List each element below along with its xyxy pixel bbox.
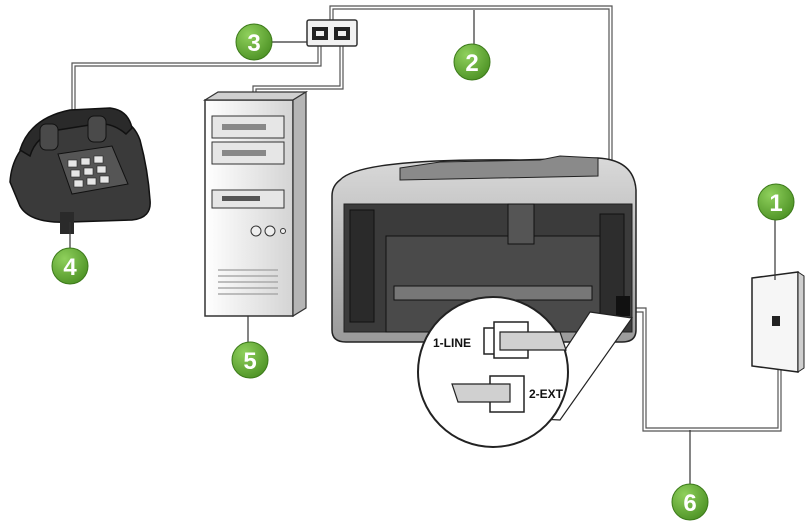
svg-text:3: 3 [247, 30, 260, 57]
svg-text:6: 6 [683, 490, 696, 517]
phone-cable-printer-to-wall-jack [632, 307, 782, 432]
svg-text:5: 5 [243, 348, 256, 375]
computer-tower-icon [202, 90, 309, 318]
svg-text:2: 2 [465, 50, 478, 77]
printer-icon [331, 155, 637, 343]
callout-6: 6 [671, 483, 709, 521]
ext-port-connector [451, 375, 525, 413]
telephone-icon [9, 107, 151, 234]
svg-text:1: 1 [769, 190, 782, 217]
callout-2: 2 [453, 43, 491, 81]
callout-4: 4 [51, 247, 89, 285]
callout-leaders [69, 10, 776, 488]
port-magnifier: 1-LINE 2-EXT [417, 296, 634, 448]
keypad-icon [67, 155, 110, 188]
phone-cable-splitter-to-telephone [71, 44, 322, 118]
parallel-splitter [306, 19, 358, 47]
callout-3: 3 [235, 23, 273, 61]
line-port-label: 1-LINE [433, 336, 471, 350]
ext-port-label: 2-EXT [529, 387, 564, 401]
svg-text:4: 4 [63, 254, 77, 281]
line-port-connector [483, 321, 567, 359]
callout-1: 1 [757, 183, 795, 221]
callout-5: 5 [231, 341, 269, 379]
wall-jack-icon [751, 271, 805, 373]
